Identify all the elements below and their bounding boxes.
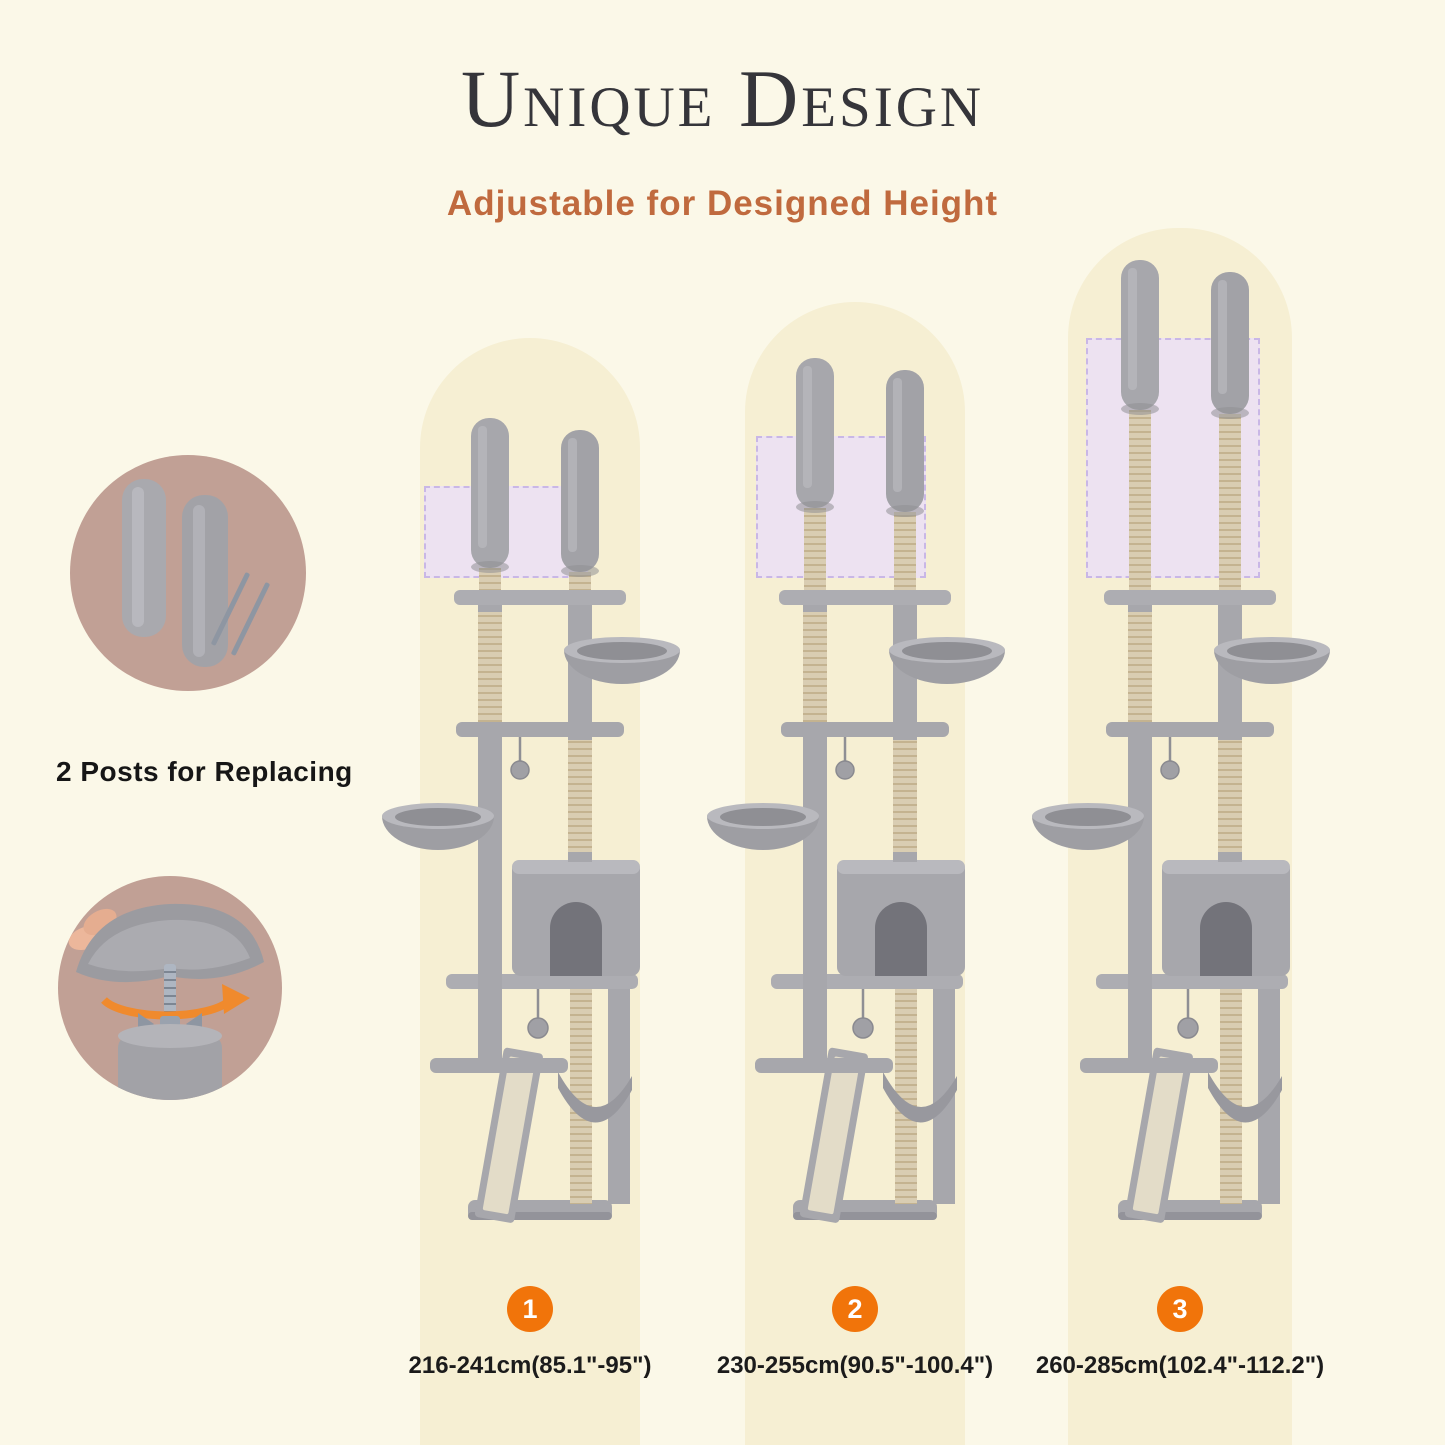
replacement-posts-photo — [70, 455, 306, 691]
post-adjustment-detail-photo — [58, 876, 282, 1100]
option-1-height-range: 216-241cm(85.1"-95") — [408, 1352, 652, 1379]
page-subtitle: Adjustable for Designed Height — [446, 184, 999, 223]
page-title: Unique Design — [460, 53, 985, 144]
option-1-badge: 1 — [507, 1286, 553, 1332]
option-2-height-range: 230-255cm(90.5"-100.4") — [716, 1352, 994, 1379]
option-3-height-range: 260-285cm(102.4"-112.2") — [1035, 1352, 1325, 1379]
post-adjustment-illustration — [68, 903, 264, 1100]
cat-tree-height-3-illustration — [1030, 260, 1332, 1225]
option-2-badge: 2 — [832, 1286, 878, 1332]
replacement-posts-illustration — [122, 479, 270, 667]
cat-tree-height-1-illustration — [380, 418, 682, 1225]
cat-tree-height-2-illustration — [705, 358, 1007, 1225]
replacement-caption: 2 Posts for Replacing — [56, 756, 353, 787]
option-3-badge: 3 — [1157, 1286, 1203, 1332]
